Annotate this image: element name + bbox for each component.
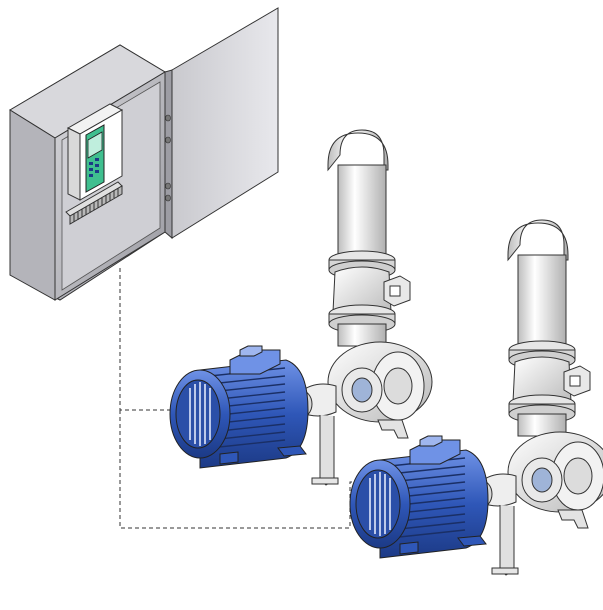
drive-unit: [66, 103, 124, 201]
cabinet-door: [171, 7, 279, 239]
terminal-block: [65, 181, 123, 225]
control-cabinet: [9, 7, 279, 301]
